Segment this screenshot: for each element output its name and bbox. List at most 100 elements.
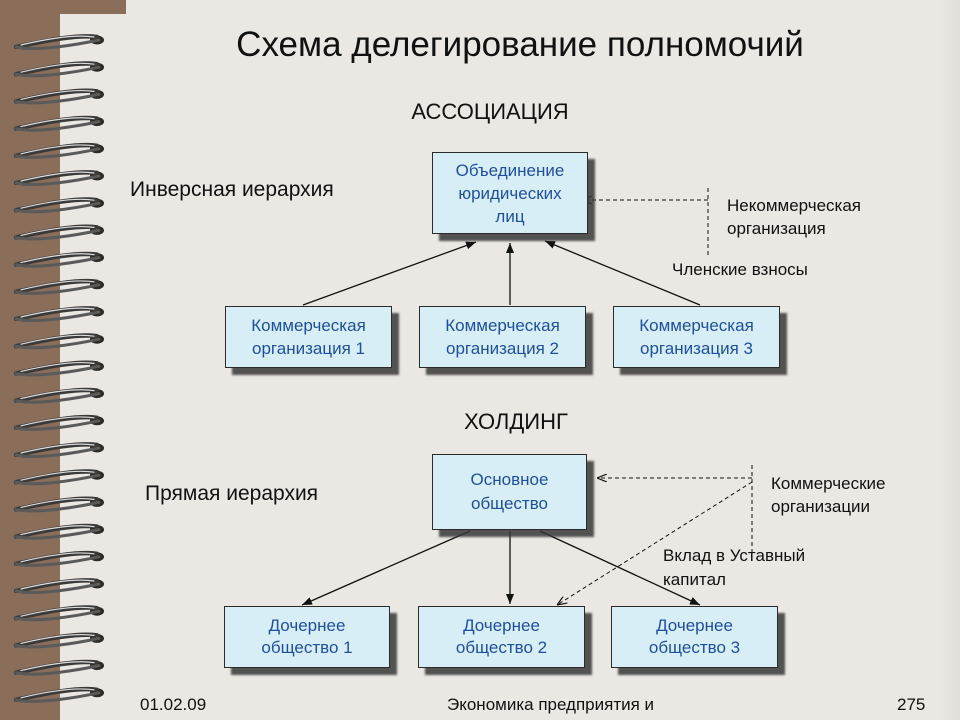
spiral-ring-front (14, 228, 101, 241)
direct-hierarchy-label: Прямая иерархия (145, 482, 319, 505)
label-line: Вклад в Уставный (663, 546, 806, 565)
box-line: организация 1 (252, 339, 365, 358)
spiral-ring (13, 605, 104, 622)
spiral-ring-highlight (20, 334, 95, 345)
spiral-ring-front (14, 664, 101, 676)
box-line: общество 1 (261, 638, 353, 657)
label-line: Некоммерческая (727, 196, 862, 215)
arrow-holding-to-sub3 (539, 530, 701, 606)
subsidiary-box-2: Дочернее общество 2 (418, 606, 585, 668)
dashed-arrow-capital-contribution (557, 481, 753, 605)
spiral-ring-front (14, 364, 101, 377)
spiral-ring-front (14, 446, 101, 459)
spiral-ring-front (14, 38, 101, 51)
spiral-ring-front (14, 147, 101, 159)
spiral-ring-front (14, 201, 101, 214)
commercial-org-box-2: Коммерческая организация 2 (419, 306, 586, 368)
spiral-ring-front (14, 92, 101, 105)
box-line: общество (470, 494, 549, 513)
holding-parent-box: Основное общество (432, 454, 587, 530)
inverse-hierarchy-label: Инверсная иерархия (130, 178, 334, 201)
spiral-ring (13, 578, 104, 595)
box-line: Дочернее (463, 616, 540, 635)
label-line: Коммерческие (771, 474, 886, 493)
arrow-holding-to-sub1 (301, 530, 471, 606)
spiral-ring-highlight (20, 362, 95, 372)
spiral-ring-front (14, 636, 101, 649)
spiral-ring (13, 115, 104, 132)
label-line: организация (727, 219, 826, 238)
spiral-ring-highlight (20, 171, 95, 182)
spiral-ring-front (14, 256, 101, 268)
spiral-ring (13, 686, 104, 703)
spiral-ring-front (14, 691, 101, 703)
spiral-ring-highlight (20, 198, 95, 209)
box-line: Объединение (455, 160, 565, 180)
spiral-ring-highlight (20, 525, 95, 536)
spiral-ring-highlight (20, 307, 95, 318)
spiral-ring-front (14, 310, 101, 323)
footer-date: 01.02.09 (140, 695, 207, 714)
spiral-ring-front (14, 392, 101, 404)
membership-fees-label: Членские взносы (672, 260, 808, 279)
spiral-ring-highlight (20, 416, 95, 427)
spiral-ring (13, 496, 104, 513)
spiral-ring-front (14, 337, 101, 350)
spiral-ring (13, 34, 104, 51)
spiral-ring-highlight (20, 226, 95, 236)
spiral-ring (13, 251, 104, 268)
spiral-ring (13, 442, 104, 459)
spiral-ring-highlight (20, 62, 95, 73)
spiral-ring-front (14, 419, 101, 431)
subsidiary-box-3: Дочернее общество 3 (611, 606, 778, 668)
binding-strip-top (60, 0, 126, 14)
spiral-ring-front (14, 174, 101, 187)
spiral-ring (13, 278, 104, 295)
spiral-ring (13, 469, 104, 486)
footer-course: Экономика предприятия и (447, 695, 655, 714)
spiral-ring (13, 550, 104, 567)
spiral-ring-highlight (20, 661, 95, 672)
spiral-ring-highlight (20, 470, 95, 481)
spiral-ring-highlight (20, 579, 95, 590)
spiral-ring-front (14, 500, 101, 513)
spiral-ring-front (14, 473, 101, 486)
spiral-ring (13, 632, 104, 649)
spiral-ring-highlight (20, 498, 95, 508)
spiral-ring-front (14, 582, 101, 595)
spiral-ring (13, 88, 104, 105)
spiral-ring-highlight (20, 688, 95, 699)
box-line: лиц (495, 206, 525, 226)
spiral-ring (13, 333, 104, 350)
spiral-ring-highlight (20, 35, 95, 46)
box-line: Коммерческая (639, 316, 754, 335)
subsidiary-box-1: Дочернее общество 1 (224, 606, 390, 668)
arrow-member3-to-association (544, 240, 701, 306)
association-heading: АССОЦИАЦИЯ (411, 99, 569, 124)
footer-page-number: 275 (897, 695, 926, 714)
spiral-ring-highlight (20, 144, 95, 155)
spiral-ring-highlight (20, 253, 95, 264)
label-line: капитал (663, 570, 726, 589)
spiral-ring-highlight (20, 443, 95, 454)
spiral-ring-front (14, 283, 101, 295)
spiral-ring-highlight (20, 389, 95, 400)
spiral-ring (13, 659, 104, 676)
spiral-ring-front (14, 65, 101, 78)
spiral-ring-front (14, 528, 101, 540)
spiral-ring-highlight (20, 552, 95, 563)
box-line: общество 2 (455, 638, 548, 657)
box-line: организация 3 (640, 339, 753, 358)
spiral-ring-front (14, 609, 101, 622)
commercial-orgs-label: Коммерческие организации (771, 472, 885, 518)
spiral-ring-highlight (20, 117, 95, 128)
box-line: Коммерческая (445, 316, 560, 335)
holding-heading: ХОЛДИНГ (464, 409, 568, 434)
spiral-ring-highlight (20, 606, 95, 617)
spiral-ring (13, 170, 104, 187)
box-line: Дочернее (268, 616, 346, 635)
association-parent-box: Объединение юридических лиц (432, 152, 588, 234)
box-line: организация 2 (446, 339, 559, 358)
